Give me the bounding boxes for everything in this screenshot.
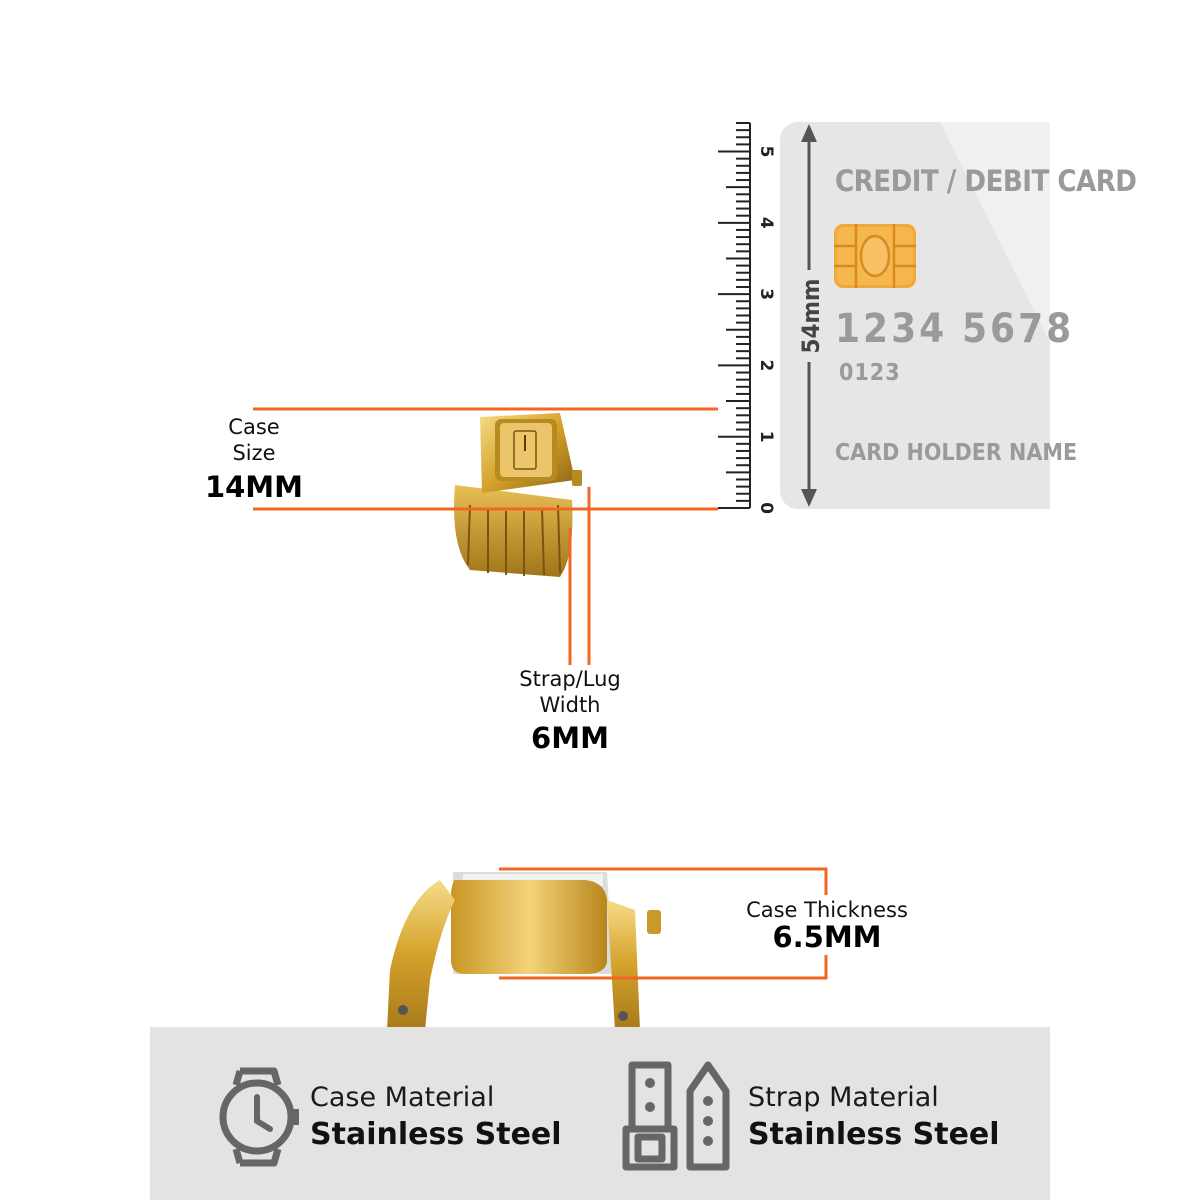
ruler-label: 3	[756, 288, 776, 300]
height-arrow	[801, 124, 817, 507]
strap-width-label-line1: Strap/Lug	[519, 667, 621, 691]
case-material-value: Stainless Steel	[310, 1117, 562, 1152]
card-small-number: 0123	[839, 360, 901, 386]
strap-icon	[622, 1061, 730, 1171]
case-size-label: Case Size	[204, 414, 304, 466]
ruler-label: 4	[756, 217, 776, 229]
strap-width-label-line2: Width	[539, 693, 601, 717]
ruler-label: 5	[756, 146, 776, 158]
ring-watch-side-image	[387, 872, 661, 1030]
ruler-label: 2	[756, 359, 776, 371]
card-title: CREDIT / DEBIT CARD	[835, 164, 1137, 198]
strap-material-value: Stainless Steel	[748, 1117, 1000, 1152]
strap-material-label: Strap Material	[748, 1082, 939, 1113]
strap-width-value: 6MM	[531, 721, 609, 755]
chip-icon	[834, 224, 916, 288]
card-number-1: 1234	[835, 306, 948, 352]
watch-icon	[219, 1067, 299, 1167]
case-size-label-line1: Case	[228, 415, 280, 439]
case-material-label: Case Material	[310, 1082, 495, 1113]
strap-width-label: Strap/Lug Width	[490, 666, 650, 718]
card-holder-name: CARD HOLDER NAME	[835, 440, 1078, 466]
card-number-2: 5678	[962, 306, 1075, 352]
case-size-value: 14MM	[204, 470, 304, 504]
ruler-label: 0	[756, 502, 776, 514]
thickness-bottom-line	[499, 955, 828, 980]
case-thickness-value: 6.5MM	[772, 920, 882, 954]
thickness-top-line	[499, 867, 828, 895]
materials-panel: Case Material Stainless Steel Strap Mate…	[150, 1027, 1050, 1200]
card-gloss	[940, 122, 1050, 342]
ruler-label: 1	[756, 431, 776, 443]
credit-card: 54mm CREDIT / DEBIT CARD 1234 5678 0123 …	[780, 122, 1137, 509]
case-thickness-label: Case Thickness	[746, 898, 908, 922]
ruler: 5 4 3 2 1 0	[718, 122, 776, 514]
case-size-label-line2: Size	[232, 441, 276, 465]
